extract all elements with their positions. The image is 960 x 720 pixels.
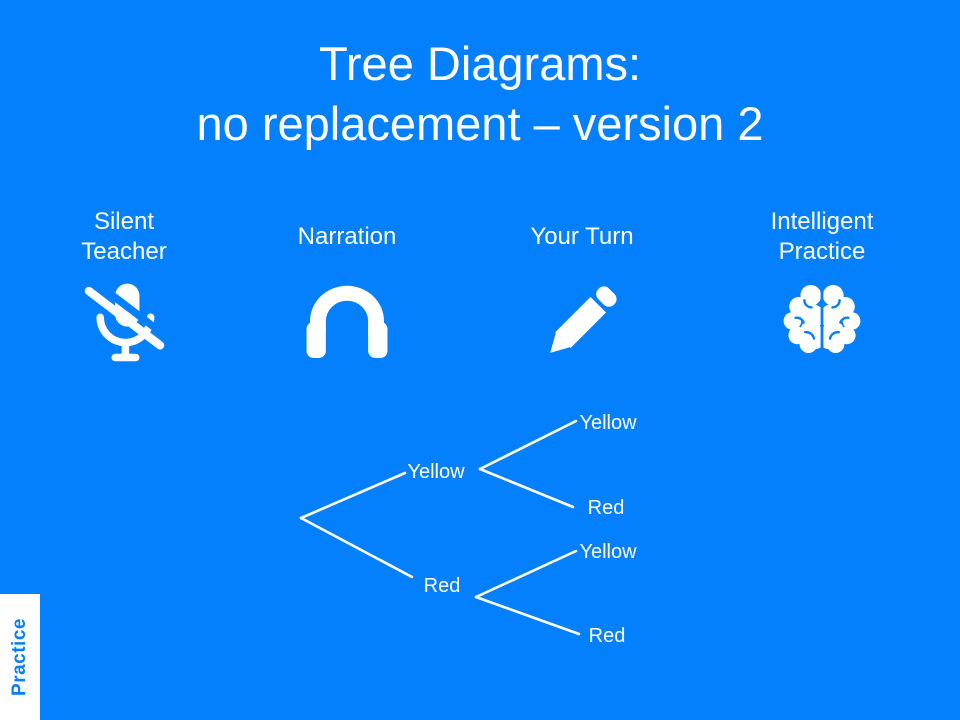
mode-label: Silent Teacher — [81, 208, 167, 265]
tree-node-label-yellow: Yellow — [407, 461, 465, 483]
microphone-muted-icon — [77, 278, 172, 362]
mode-column-silent-teacher: Silent Teacher — [9, 206, 239, 362]
tree-node-label-yellow-yellow: Yellow — [579, 412, 637, 434]
practice-tab[interactable]: Practice — [0, 594, 40, 720]
tree-node-label-red: Red — [424, 575, 461, 597]
tree-branch-line — [474, 595, 581, 636]
tree-node-label-red-red: Red — [589, 625, 626, 647]
tree-branch-line — [474, 549, 578, 599]
mode-column-your-turn: Your Turn — [467, 206, 697, 362]
practice-tab-label: Practice — [9, 618, 31, 696]
pencil-icon — [541, 280, 623, 362]
probability-tree-diagram: Yellow Red Yellow Red Yellow Red — [299, 412, 637, 647]
mode-label: Intelligent Practice — [770, 208, 874, 265]
mode-column-intelligent-practice: Intelligent Practice — [707, 206, 937, 362]
tree-node-label-yellow-red: Red — [588, 497, 625, 519]
tree-branch-line — [299, 516, 414, 579]
slide-title: Tree Diagrams: no replacement – version … — [0, 34, 960, 154]
tree-branch-line — [299, 471, 407, 520]
brain-icon — [782, 280, 862, 362]
title-line-2: no replacement – version 2 — [196, 97, 764, 150]
tree-node-label-red-yellow: Yellow — [579, 541, 637, 563]
tree-branch-line — [478, 419, 578, 471]
tree-branch-line — [478, 467, 575, 509]
headphones-icon — [303, 280, 391, 362]
mode-label: Your Turn — [530, 223, 634, 250]
mode-column-narration: Narration — [232, 206, 462, 362]
title-line-1: Tree Diagrams: — [318, 37, 642, 90]
mode-label: Narration — [297, 223, 397, 250]
